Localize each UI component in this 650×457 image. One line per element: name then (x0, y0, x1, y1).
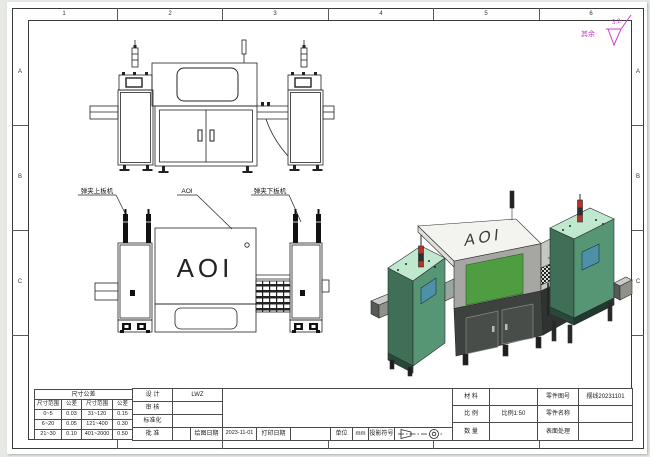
tol-cell: 0.10 (61, 429, 82, 440)
draw-date-label: 绘图日期 (190, 427, 223, 441)
zone-tick (433, 440, 434, 449)
unit-value: mm (352, 427, 369, 441)
conveyor-belt (255, 280, 291, 313)
zone-col-4: 4 (379, 11, 383, 17)
blank-cell (222, 388, 453, 428)
check-label: 审 核 (132, 401, 173, 415)
zone-tick (12, 335, 28, 336)
zone-tick (539, 440, 540, 449)
door-handle (209, 129, 215, 142)
inspection-window (176, 67, 239, 102)
cabinet-handle (300, 290, 305, 296)
iso-view: AOI (370, 190, 633, 377)
zone-tick (433, 8, 434, 20)
base-door (501, 303, 534, 345)
zone-tick (328, 8, 329, 20)
part-name-value (578, 405, 633, 423)
tol-cell: 0.50 (112, 429, 133, 440)
projection-symbol-cell (394, 427, 453, 441)
print-date-value (290, 427, 331, 441)
surface-value (578, 422, 633, 441)
qty-value (489, 422, 538, 441)
material-label: 材 料 (452, 388, 490, 406)
zone-tick (539, 8, 540, 20)
paper (7, 2, 647, 454)
tol-cell: 401~2000 (81, 429, 113, 440)
zone-row-b: B (17, 174, 23, 180)
part-no-label: 零件图号 (537, 388, 579, 406)
approve-value (172, 427, 191, 441)
roughness-value: 3.2 (611, 18, 621, 26)
approve-label: 批 准 (132, 427, 173, 441)
material-value (489, 388, 538, 406)
zone-row-c: C (17, 279, 23, 285)
panel-aoi-text: AOI (177, 253, 234, 283)
zone-tick (222, 440, 223, 449)
zone-col-1: 1 (62, 11, 66, 17)
zone-tick (117, 440, 118, 449)
unloader-screen (294, 77, 312, 88)
loader-screen (125, 77, 143, 88)
projection-label: 投影符号 (368, 427, 395, 441)
design-label: 设 计 (132, 388, 173, 402)
front-view (89, 39, 335, 173)
label-loader: 弹夹上板机 (81, 186, 114, 195)
zone-tick (12, 230, 28, 231)
unloader-monitor (581, 243, 600, 271)
zone-row-c-right: C (635, 279, 641, 285)
check-value (172, 401, 223, 415)
zone-row-a-right: A (635, 69, 641, 75)
projection-symbol (397, 428, 442, 440)
standard-label: 标准化 (132, 414, 173, 428)
tol-cell: 21~30 (34, 429, 62, 440)
scale-label: 比 例 (452, 405, 490, 423)
clamp-posts (123, 209, 321, 243)
draw-date-value: 2023-11-01 (222, 427, 257, 441)
zone-tick (328, 440, 329, 449)
roughness-symbol: 3.2 (606, 14, 632, 47)
standard-value (172, 414, 223, 428)
zone-tick (117, 8, 118, 20)
zone-row-a: A (17, 69, 23, 75)
rear-view: 弹夹上板机 AOI 弹夹下板机 (78, 186, 330, 333)
label-unloader: 弹夹下板机 (254, 186, 287, 195)
aoi-hood (417, 218, 542, 262)
design-value: LWZ (172, 388, 223, 402)
cable-curve (265, 118, 289, 157)
zone-tick (222, 8, 223, 20)
zone-col-6: 6 (589, 11, 593, 17)
zone-tick (632, 335, 644, 336)
part-name-label: 零件名称 (537, 405, 579, 423)
zone-col-5: 5 (484, 11, 488, 17)
cabinet-handle (130, 290, 135, 296)
qty-label: 数 量 (452, 422, 490, 441)
base-door (465, 310, 499, 355)
zone-tick (12, 125, 28, 126)
zone-tick (632, 125, 644, 126)
zone-col-2: 2 (168, 11, 172, 17)
zone-col-3: 3 (273, 11, 277, 17)
loader-monitor (420, 277, 437, 305)
scale-value: 比例1:50 (489, 405, 538, 423)
zone-tick (632, 230, 644, 231)
hood-window (465, 253, 524, 306)
surface-note-text: 其余 (581, 31, 595, 38)
zone-row-b-right: B (635, 174, 641, 180)
surface-label: 表面处理 (537, 422, 579, 441)
part-no-value: 摆线20231101 (578, 388, 633, 406)
label-aoi: AOI (181, 188, 192, 195)
unit-label: 单位 (330, 427, 353, 441)
door-handle (197, 129, 203, 142)
print-date-label: 打印日期 (256, 427, 291, 441)
